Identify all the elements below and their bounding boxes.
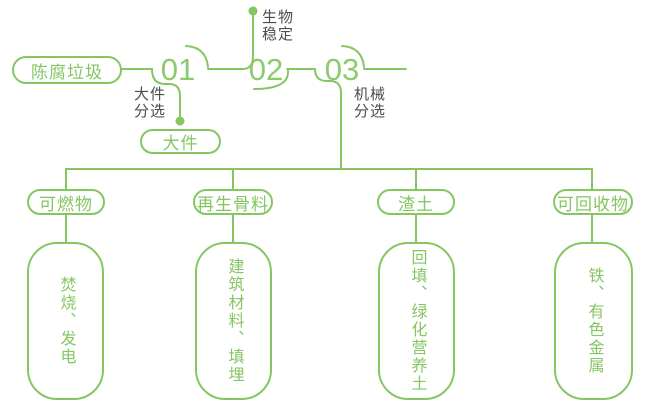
category-node-slag-soil: 渣土 [377,189,455,215]
step01-output-label: 大件 [162,134,199,153]
step-number-01: 01 [160,52,196,87]
result-box-slag-soil: 回填、绿化营养土 [378,242,455,400]
category-node-recyclables: 可回收物 [553,189,633,215]
step03-label: 机械 分选 [354,86,387,120]
branch-tree-lines [65,168,593,242]
result-text: 回填、绿化营养土 [408,249,426,393]
step01-top-arc [185,45,209,68]
step-drop-lines [151,14,342,170]
result-box-recycled-aggregate: 建筑材料、填埋 [195,242,272,400]
category-node-recycled-aggregate: 再生骨料 [193,189,273,215]
step01-endpoint-dot [175,116,185,126]
step02-bottom-arc [253,70,290,90]
step-number-02: 02 [248,52,284,87]
step02-riser-line [242,14,254,70]
source-node: 陈腐垃圾 [12,56,122,84]
step02-label: 生物 稳定 [262,9,295,43]
category-label: 渣土 [398,194,434,214]
source-label: 陈腐垃圾 [31,62,103,82]
category-label: 可燃物 [39,194,93,214]
step01-output-node: 大件 [140,129,221,154]
category-node-combustibles: 可燃物 [27,189,105,215]
step-number-03: 03 [324,52,360,87]
result-text: 焚烧、发电 [57,276,75,366]
step03-top-arc [341,45,365,68]
step01-drop-line [151,68,181,117]
step01-label: 大件 分选 [134,86,167,120]
branch-horizontal-line [65,168,593,190]
step03-drop-line [314,68,342,170]
endpoint-dots [175,6,258,126]
step02-endpoint-dot [248,6,258,16]
result-text: 建筑材料、填埋 [225,258,243,384]
category-label: 再生骨料 [197,194,269,214]
result-box-recyclables: 铁、有色金属 [554,242,633,400]
result-text: 铁、有色金属 [585,267,603,375]
category-label: 可回收物 [557,194,629,214]
main-flow-line [121,45,407,90]
result-box-combustibles: 焚烧、发电 [27,242,104,400]
